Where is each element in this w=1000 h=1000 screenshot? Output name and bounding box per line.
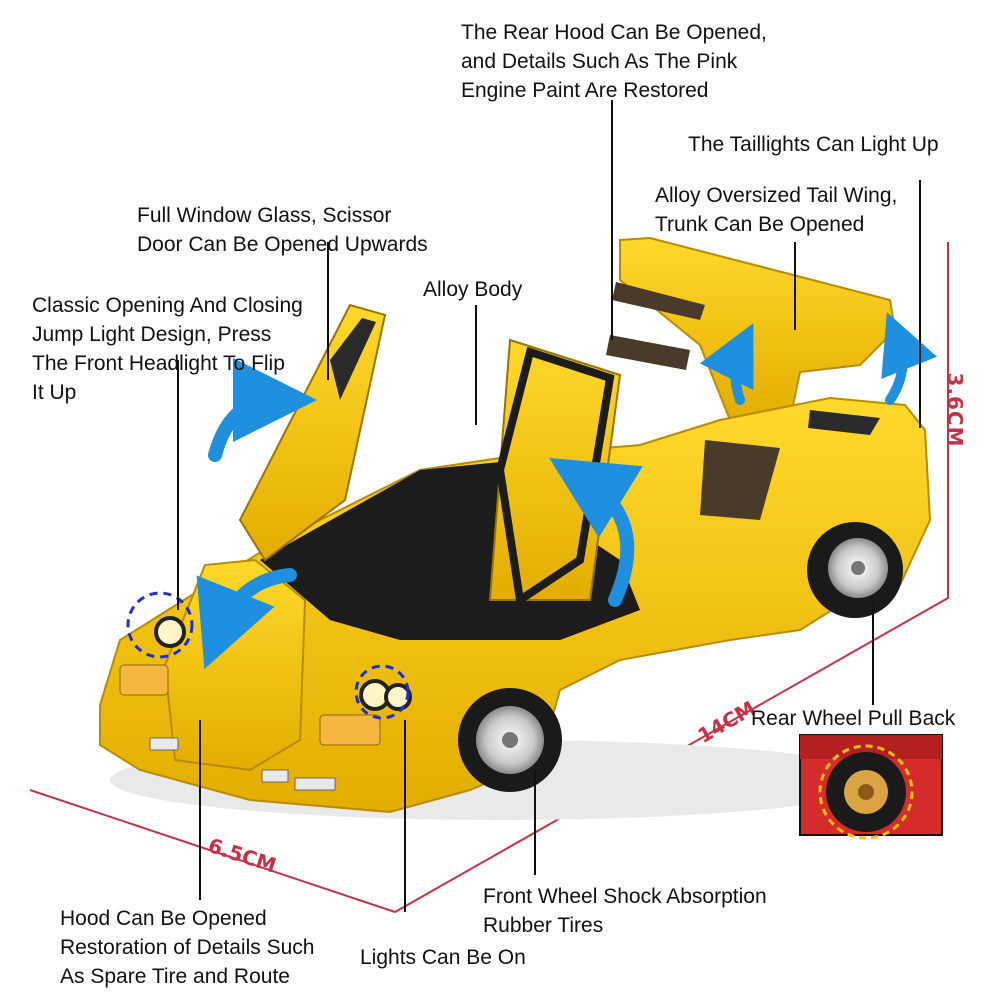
- leader-lines: [177, 100, 921, 912]
- annotation-lights-on: Lights Can Be On: [360, 946, 526, 969]
- dimension-height: 3.6CM: [943, 372, 967, 447]
- annotation-tail-wing: Alloy Oversized Tail Wing, Trunk Can Be …: [655, 184, 898, 236]
- headlight-highlights: [126, 591, 410, 720]
- rear-wheel-inset: [799, 734, 943, 840]
- dimension-width: 6.5CM: [205, 833, 279, 877]
- motion-arrows: [196, 312, 937, 669]
- annotation-hood: Hood Can Be Opened Restoration of Detail…: [60, 907, 315, 988]
- annotation-taillights: The Taillights Can Light Up: [688, 133, 939, 156]
- annotation-rear-wheel: Rear Wheel Pull Back: [751, 707, 956, 730]
- annotation-alloy-body: Alloy Body: [423, 278, 523, 301]
- annotation-window-glass: Full Window Glass, Scissor Door Can Be O…: [137, 204, 428, 256]
- annotation-rear-hood: The Rear Hood Can Be Opened, and Details…: [461, 21, 767, 102]
- dimension-length: 14CM: [693, 696, 759, 748]
- annotation-jump-light: Classic Opening And Closing Jump Light D…: [32, 294, 303, 404]
- annotation-front-wheel: Front Wheel Shock Absorption Rubber Tire…: [483, 885, 767, 937]
